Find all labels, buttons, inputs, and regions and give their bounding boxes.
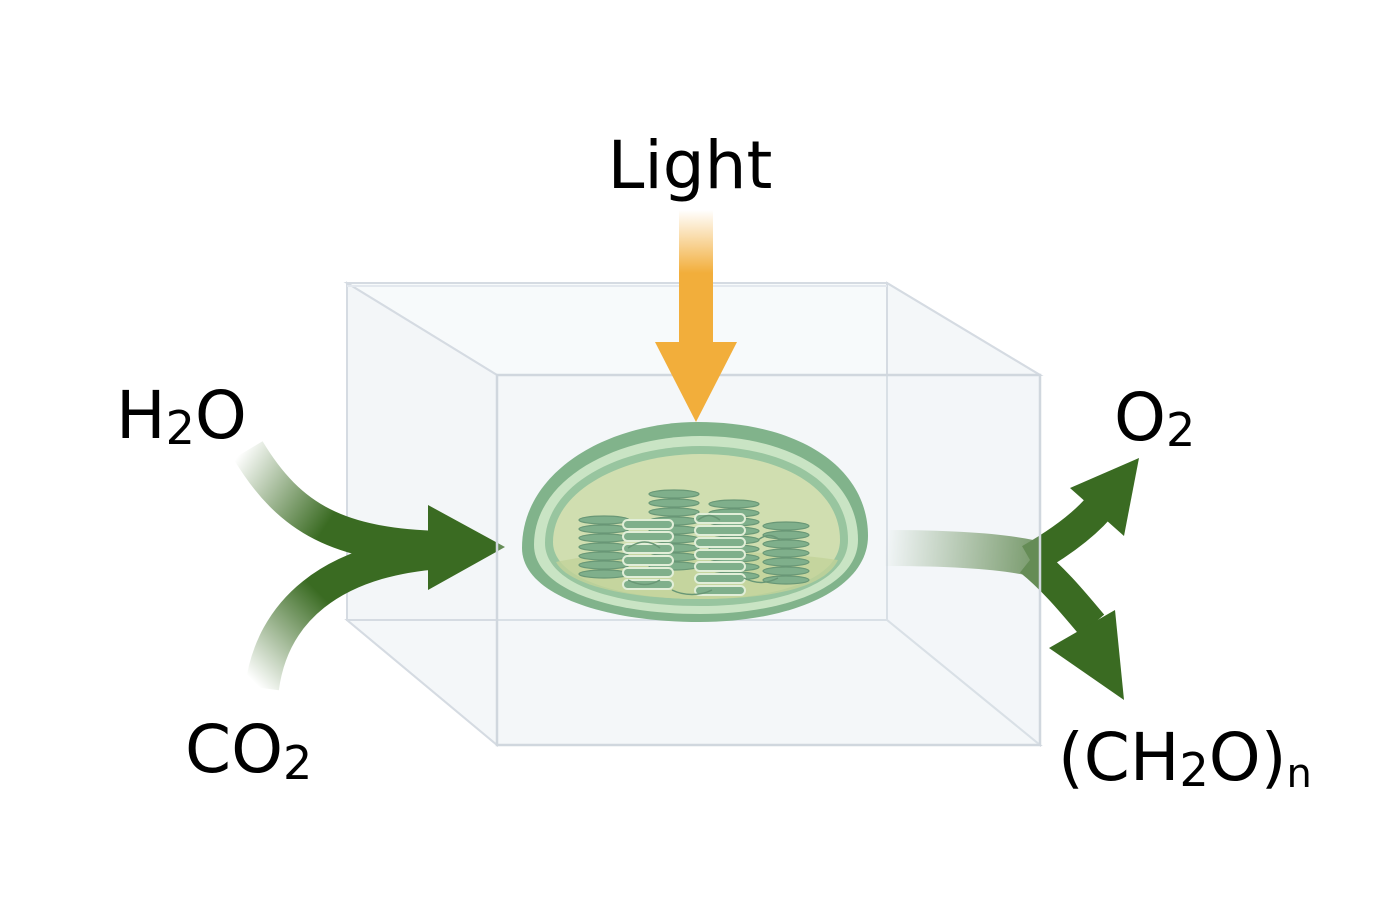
granum-stack (578, 515, 630, 579)
carb-arrow-head (1049, 610, 1124, 700)
granum-stack (694, 513, 746, 596)
glass-box (343, 281, 1044, 748)
input-arrow-head (428, 505, 505, 590)
label-h2o-o: O (195, 377, 247, 454)
stroma-lamella (627, 541, 661, 549)
thylakoid-disc (622, 531, 674, 542)
thylakoid-disc (622, 555, 674, 566)
thylakoid-disc (622, 567, 674, 578)
label-o2: O2 (1114, 379, 1195, 457)
carb-arrow-shaft (1019, 547, 1105, 636)
label-h2o: H2O (116, 377, 247, 455)
thylakoid-disc (708, 499, 760, 509)
light-arrow-shaft (679, 210, 713, 350)
co2-arrow-shaft (245, 535, 442, 691)
thylakoid-disc (648, 507, 700, 517)
box-front-face (495, 373, 1042, 747)
thylakoid-disc (762, 539, 810, 549)
stroma-lamella (743, 577, 779, 584)
grana (578, 489, 810, 596)
label-carbohydrate: (CH2O)n (1058, 719, 1312, 797)
label-carb-close: O) (1209, 719, 1287, 796)
label-carb-open: (CH (1058, 719, 1179, 796)
stroma-lamella (627, 579, 661, 586)
granum-stack (762, 521, 810, 585)
thylakoid-disc (694, 585, 746, 596)
thylakoid-disc (648, 498, 700, 508)
thylakoid-disc (762, 557, 810, 567)
thylakoid-disc (762, 548, 810, 558)
label-carb-sub2: 2 (1179, 743, 1208, 797)
input-arrows (233, 441, 505, 691)
label-o2-sub: 2 (1166, 403, 1195, 457)
label-co2-main: CO (185, 711, 283, 788)
thylakoid-disc (694, 549, 746, 560)
chloroplast (522, 422, 868, 622)
label-h2o-h: H (116, 377, 166, 454)
thylakoid-disc (622, 543, 674, 554)
thylakoid-disc (648, 489, 700, 499)
thylakoid-disc (694, 561, 746, 572)
label-light: Light (608, 127, 773, 204)
stroma-lamella (671, 589, 713, 596)
thylakoid-disc (762, 566, 810, 576)
light-arrow-head (655, 342, 737, 422)
label-co2: CO2 (185, 711, 312, 790)
label-co2-sub: 2 (283, 736, 312, 790)
label-carb-subn: n (1286, 751, 1311, 797)
thylakoid-disc (762, 521, 810, 531)
thylakoid-disc (762, 575, 810, 585)
label-h2o-sub: 2 (166, 401, 195, 455)
output-arrows (884, 458, 1139, 700)
stroma-lamella (697, 514, 721, 521)
stroma-lamella (757, 534, 781, 541)
thylakoid-disc (622, 519, 674, 530)
light-arrow (655, 210, 737, 422)
label-o2-main: O (1114, 379, 1166, 456)
thylakoid-disc (694, 525, 746, 536)
thylakoid-disc (694, 537, 746, 548)
o2-arrow-head (1070, 458, 1139, 536)
